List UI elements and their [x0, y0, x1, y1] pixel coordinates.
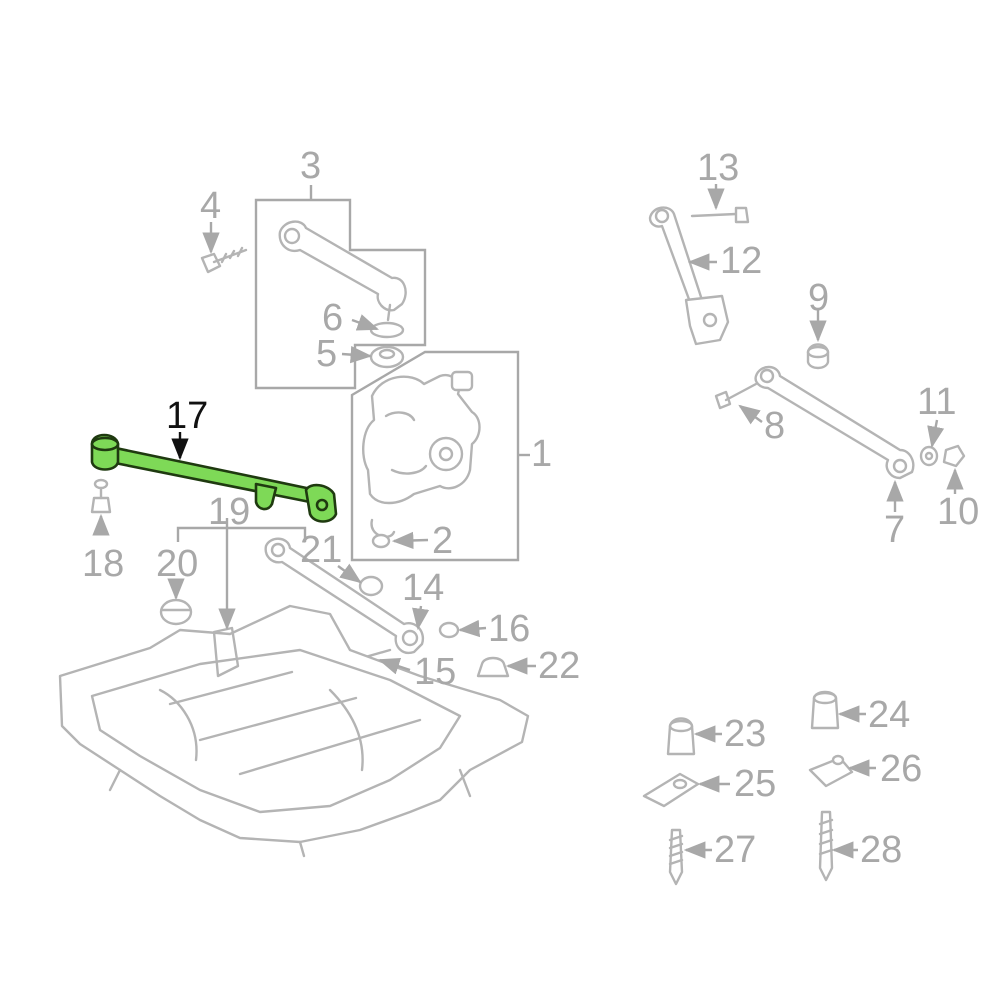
callout-5[interactable]: 5 — [316, 333, 337, 375]
callout-13[interactable]: 13 — [697, 147, 739, 189]
arm-part-7[interactable] — [754, 365, 915, 480]
trailing-arm-part-17[interactable] — [90, 433, 338, 523]
screw-part-27[interactable] — [668, 828, 684, 886]
callout-27[interactable]: 27 — [714, 829, 756, 871]
bushing-part-9[interactable] — [806, 343, 830, 370]
nut-part-11[interactable] — [919, 445, 939, 467]
bushing-part-14[interactable] — [358, 575, 384, 597]
callout-12[interactable]: 12 — [720, 240, 762, 282]
clip-part-23[interactable] — [666, 717, 696, 756]
bolt-part-4[interactable] — [200, 246, 248, 274]
callout-22[interactable]: 22 — [538, 645, 580, 687]
callout-17[interactable]: 17 — [166, 395, 208, 437]
callout-18[interactable]: 18 — [82, 543, 124, 585]
callout-21[interactable]: 21 — [300, 529, 342, 571]
clip-part-24[interactable] — [810, 690, 840, 730]
callout-7[interactable]: 7 — [884, 509, 905, 551]
clip-part-26[interactable] — [808, 754, 854, 788]
upper-arm-group[interactable] — [254, 185, 427, 390]
callout-1[interactable]: 1 — [531, 433, 552, 475]
bolt-part-13[interactable] — [690, 206, 750, 224]
callout-24[interactable]: 24 — [868, 694, 910, 736]
bolt-part-8[interactable] — [714, 382, 758, 410]
callout-19[interactable]: 19 — [208, 491, 250, 533]
plug-part-20[interactable] — [159, 598, 193, 626]
lower-arm-part-21[interactable] — [264, 537, 425, 655]
callout-16[interactable]: 16 — [488, 608, 530, 650]
callout-28[interactable]: 28 — [860, 829, 902, 871]
arm-part-12[interactable] — [648, 206, 730, 346]
callout-14[interactable]: 14 — [402, 567, 444, 609]
screw-part-28[interactable] — [818, 810, 834, 882]
callout-9[interactable]: 9 — [808, 277, 829, 319]
knuckle-group[interactable] — [350, 350, 530, 562]
callout-3[interactable]: 3 — [300, 145, 321, 187]
callout-25[interactable]: 25 — [734, 763, 776, 805]
callout-10[interactable]: 10 — [937, 491, 979, 533]
callout-6[interactable]: 6 — [322, 297, 343, 339]
callout-11[interactable]: 11 — [917, 381, 956, 423]
callout-8[interactable]: 8 — [764, 405, 785, 447]
callout-labels: 1 2 3 4 5 6 7 8 9 10 11 12 13 14 15 16 1… — [82, 145, 979, 871]
leader-lines — [92, 184, 964, 859]
callout-20[interactable]: 20 — [156, 543, 198, 585]
snap-ring-part-6[interactable] — [369, 321, 405, 339]
callout-2[interactable]: 2 — [432, 520, 453, 562]
callout-4[interactable]: 4 — [200, 185, 221, 227]
callout-23[interactable]: 23 — [724, 713, 766, 755]
stopper-part-22[interactable] — [476, 656, 510, 678]
dust-boot-part-5[interactable] — [369, 345, 405, 369]
nut-part-10[interactable] — [942, 444, 966, 468]
bolt-part-18[interactable] — [90, 478, 112, 514]
clip-part-25[interactable] — [642, 772, 700, 808]
subframe-part-19[interactable] — [58, 604, 530, 858]
nut-part-16[interactable] — [438, 621, 460, 639]
callout-26[interactable]: 26 — [880, 748, 922, 790]
callout-15[interactable]: 15 — [414, 651, 456, 693]
